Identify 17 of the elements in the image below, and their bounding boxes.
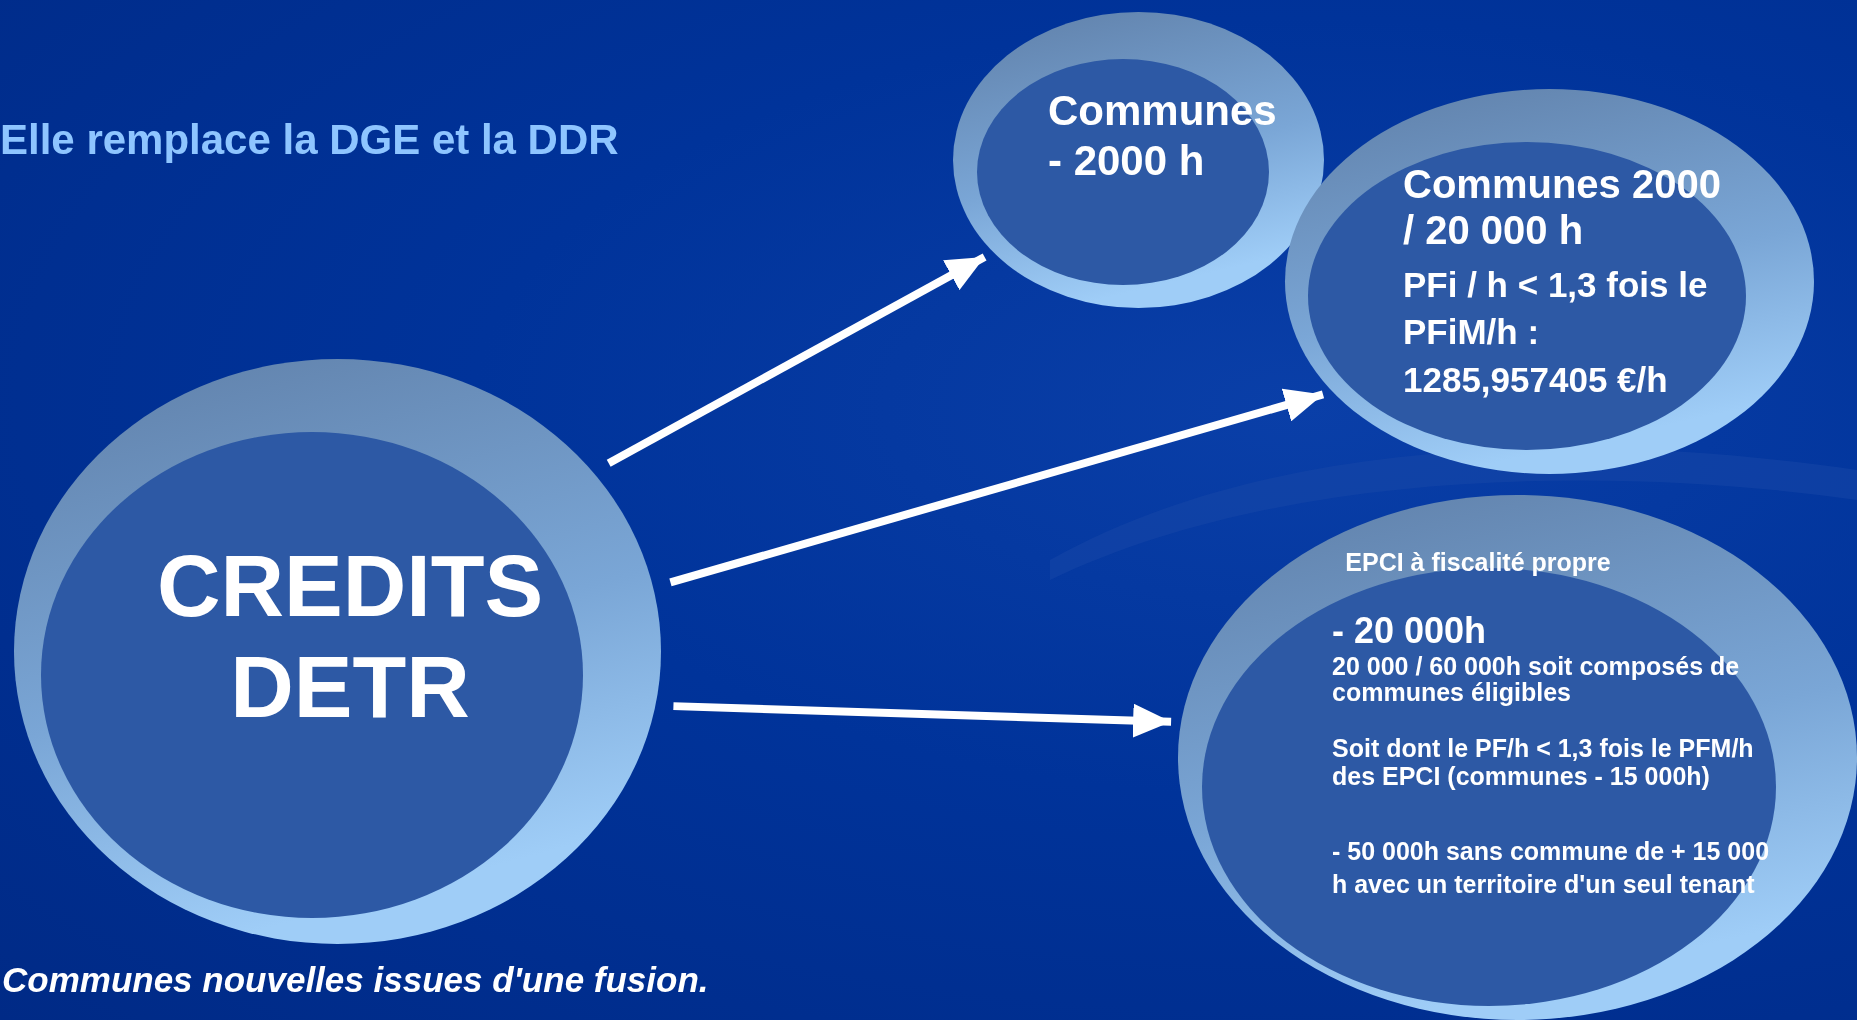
node-text: Soit dont le PF/h < 1,3 fois le PFM/h des EPCI (communes - 15 000h) [1332,735,1755,790]
ellipse-node [1285,89,1814,474]
heading-text: Elle remplace la DGE et la DDR [0,116,619,164]
footnote-text: Communes nouvelles issues d'une fusion. [2,960,709,1000]
node-text: Communes - 2000 h [1048,86,1278,187]
circle-node [14,359,661,944]
node-heading: Communes 2000 / 20 000 h [1403,161,1722,253]
ellipse-node [1178,495,1857,1020]
node-text: - 50 000h sans commune de + 15 000 h avec un territoire d'un seul tenant [1332,836,1771,900]
arrow [606,253,987,467]
node-heading: EPCI à fiscalité propre [1344,547,1612,577]
node-text: CREDITS DETR [155,535,545,738]
ellipse-node [953,12,1324,308]
node-text: PFi / h < 1,3 fois le PFiM/h : 1285,957405 €/h [1403,264,1709,401]
arrow [669,388,1325,587]
node-text: 20 000 / 60 000h soit composés de communes éligibles [1332,653,1741,706]
node-text: - 20 000h [1332,611,1488,651]
